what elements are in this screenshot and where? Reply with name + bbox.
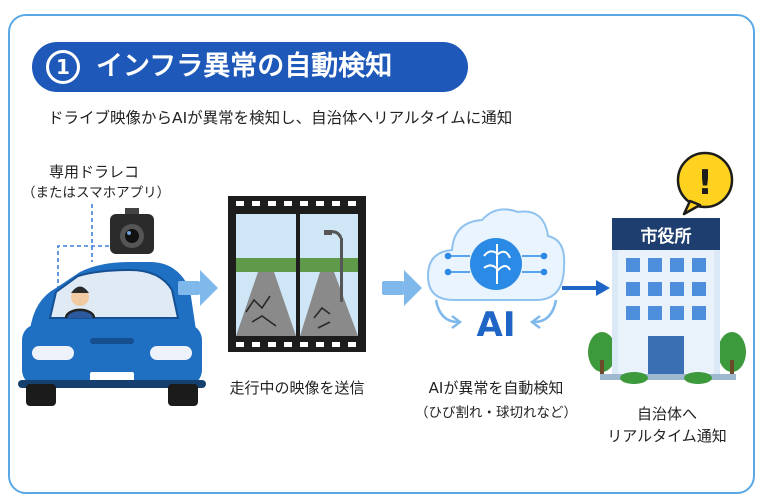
flow-arrow-3: [562, 280, 610, 296]
step-1-label: 走行中の映像を送信: [229, 379, 365, 397]
ai-cloud-icon: [426, 208, 566, 301]
film-strip-icon: [228, 196, 366, 352]
page-title: インフラ異常の自動検知: [96, 51, 393, 82]
alert-symbol: !: [697, 163, 713, 203]
ai-feedback-arrows: [434, 299, 558, 329]
step-2-label: AIが異常を自動検知: [428, 379, 564, 397]
dashcam-icon: [110, 208, 154, 254]
flow-arrow-2: [382, 270, 422, 306]
building-sign: 市役所: [641, 226, 692, 247]
alert-icon: [676, 151, 734, 216]
title-number: 1: [46, 50, 80, 84]
title-banner: [32, 42, 468, 92]
flow-arrow-1: [178, 270, 218, 306]
step-3-label: 自治体へ: [636, 405, 697, 423]
step-2-sublabel: （ひび割れ・球切れなど）: [415, 405, 577, 421]
city-hall-icon: [588, 218, 746, 384]
dashcam-connector: [57, 204, 120, 290]
car-icon: [18, 262, 206, 406]
dashcam-sublabel: （またはスマホアプリ）: [22, 185, 171, 201]
step-3-sublabel: リアルタイム通知: [607, 427, 727, 445]
dashcam-label: 専用ドラレコ: [48, 163, 139, 181]
subtitle: ドライブ映像からAIが異常を検知し、自治体へリアルタイムに通知: [48, 109, 513, 127]
ai-label: AI: [477, 305, 516, 345]
